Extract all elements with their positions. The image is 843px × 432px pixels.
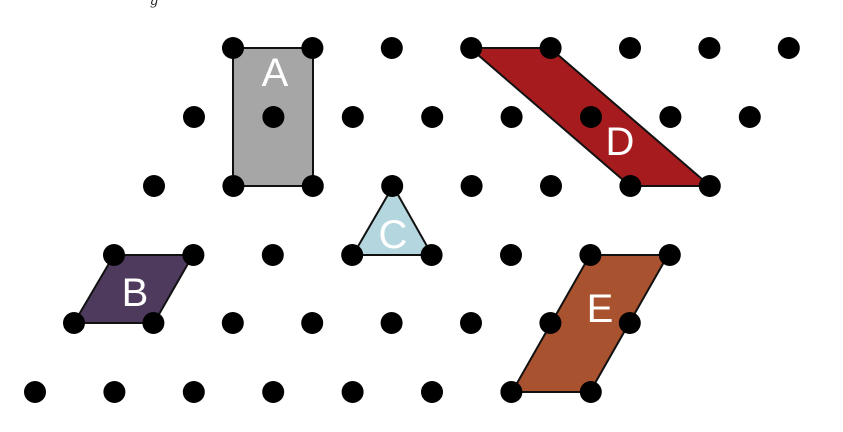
grid-dot-r1-c0	[183, 106, 205, 128]
grid-dot-r1-c3	[421, 106, 444, 128]
grid-dot-r3-c1	[182, 244, 205, 266]
grid-dot-r1-c7	[738, 106, 761, 128]
grid-dot-r1-c2	[341, 106, 364, 128]
label-b: B	[122, 271, 149, 315]
label-c: C	[379, 213, 408, 257]
label-e: E	[587, 287, 614, 331]
grid-dot-r3-c2	[261, 244, 284, 266]
grid-dot-r0-c1	[301, 37, 324, 59]
grid-dot-r2-c7	[698, 175, 721, 197]
grid-dot-r4-c1	[142, 312, 165, 334]
grid-dot-r4-c5	[460, 312, 482, 334]
grid-dot-r2-c2	[301, 175, 324, 197]
grid-dot-r0-c5	[619, 37, 641, 59]
grid-dot-r0-c6	[698, 37, 721, 59]
grid-dot-r3-c3	[341, 244, 364, 266]
grid-dot-r4-c2	[221, 312, 244, 334]
grid-dot-r5-c2	[182, 381, 205, 403]
shape-labels: A B C D E	[122, 51, 635, 331]
grid-dot-r5-c0	[24, 381, 46, 403]
shapes-layer	[72, 47, 713, 393]
grid-dot-r5-c5	[421, 381, 443, 403]
grid-dot-r3-c5	[500, 244, 522, 266]
grid-dot-r2-c6	[619, 175, 642, 197]
label-d: D	[606, 120, 635, 164]
grid-dot-r3-c0	[103, 244, 125, 266]
grid-dot-r4-c6	[539, 312, 562, 334]
grid-dot-r4-c0	[63, 312, 85, 334]
grid-dot-r0-c4	[539, 37, 562, 59]
grid-dot-r0-c3	[460, 37, 483, 59]
grid-dot-r1-c1	[262, 106, 285, 128]
grid-dot-r2-c5	[540, 175, 562, 197]
grid-dot-r4-c3	[301, 312, 324, 334]
grid-dot-r1-c4	[500, 106, 523, 128]
grid-dot-r5-c1	[103, 381, 126, 403]
grid-dot-r2-c4	[460, 175, 483, 197]
shape-c-triangle	[351, 183, 434, 256]
grid-dot-r2-c1	[222, 175, 245, 197]
grid-dot-r0-c0	[222, 37, 244, 59]
grid-dot-r3-c4	[420, 244, 443, 266]
label-a: A	[262, 51, 289, 95]
grid-dot-r1-c6	[659, 106, 682, 128]
grid-dot-r4-c4	[380, 312, 403, 334]
caption-text: g	[150, 0, 159, 9]
grid-dot-r5-c4	[341, 381, 364, 403]
grid-dot-r1-c5	[580, 106, 602, 128]
grid-dot-r5-c6	[500, 381, 523, 403]
dot-grid	[24, 37, 800, 403]
grid-dot-r5-c3	[262, 381, 285, 403]
grid-dot-r5-c7	[579, 381, 602, 403]
grid-dot-r2-c0	[143, 175, 165, 197]
grid-dot-r0-c2	[380, 37, 403, 59]
grid-dot-r4-c7	[618, 312, 641, 334]
grid-dot-r3-c6	[579, 244, 602, 266]
grid-dot-r0-c7	[777, 37, 800, 59]
grid-dot-r3-c7	[658, 244, 681, 266]
grid-dot-r2-c3	[381, 175, 404, 197]
